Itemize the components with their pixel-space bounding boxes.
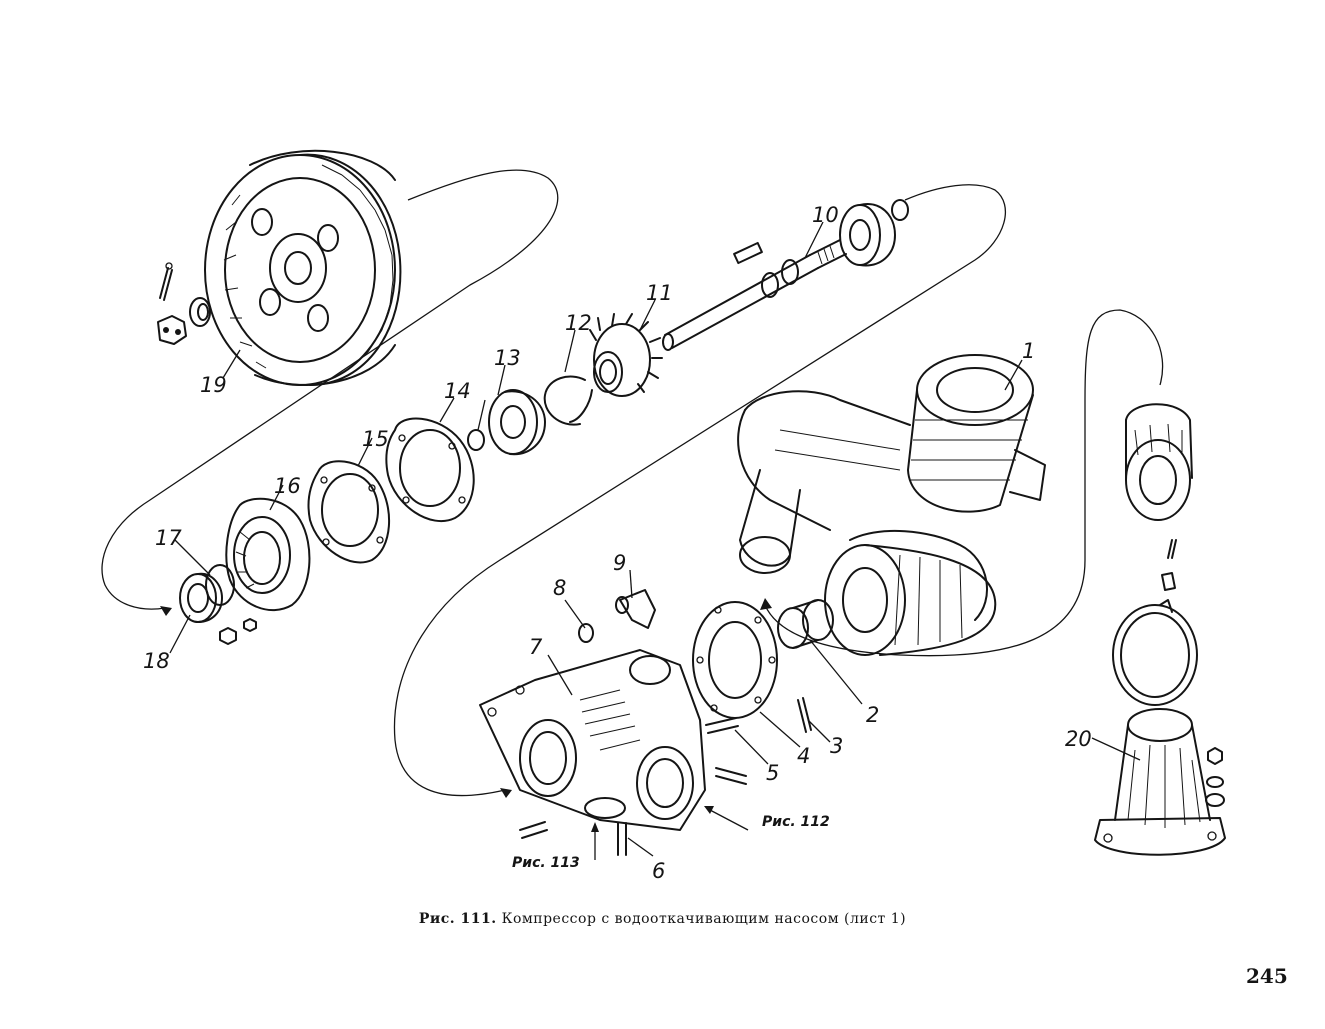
callout-2: 2 [866,703,879,727]
figure-caption-text: Компрессор с водооткачивающим насосом (л… [501,911,907,927]
retaining-ring-part-12 [543,375,593,426]
sleeve-part-2 [777,599,834,649]
callout-12: 12 [565,311,592,335]
compressor-body-part-1 [737,354,1046,656]
stud-left [519,821,548,839]
fan-pulley-part-19 [204,149,402,386]
pump-clamp-ring [1112,599,1198,706]
callout-4: 4 [797,744,810,768]
callout-17: 17 [155,526,182,550]
pin-part-3 [797,697,812,733]
callout-19: 19 [200,373,227,397]
callout-1: 1 [1022,339,1035,363]
callout-16: 16 [274,474,301,498]
assembly-guide-lines [101,169,1164,797]
stud-part-6 [617,822,627,856]
figure-caption: Рис. 111. Компрессор с водооткачивающим … [0,911,1325,927]
page-number: 245 [1246,964,1288,988]
figure-caption-label: Рис. 111. [418,911,497,927]
castle-nut [157,315,187,345]
pump-housing-part-20 [1094,708,1226,856]
pump-cotter-pin [1167,539,1177,559]
hex-nuts-small [219,618,257,645]
seal-ring-part-17 [205,564,235,606]
callout-11: 11 [646,281,673,305]
callout-labels: 1 2 3 4 5 6 7 8 9 10 11 12 13 14 15 16 1… [143,203,1092,883]
flange-gasket-part-4 [692,601,778,719]
gasket-part-14 [385,417,475,523]
direction-arrows [160,598,772,860]
pump-inlet-nozzle [1125,403,1193,521]
callout-18: 18 [143,649,170,673]
drive-shaft-part-10 [662,239,847,351]
callout-15: 15 [362,427,389,451]
callout-7: 7 [529,635,543,659]
callout-13: 13 [494,346,521,370]
washer [189,297,211,327]
reference-fig-112: Рис. 112 [762,814,830,830]
exploded-view-drawing: 1 2 3 4 5 6 7 8 9 10 11 12 13 14 15 16 1… [101,149,1226,883]
leader-lines [169,221,1141,857]
callout-8: 8 [553,576,566,600]
callout-20: 20 [1065,727,1092,751]
cotter-pin [159,262,173,301]
callout-6: 6 [652,859,665,883]
callout-14: 14 [444,379,471,403]
reference-fig-113: Рис. 113 [512,855,580,871]
bearing-part-18 [179,572,223,623]
pump-fasteners [1205,747,1225,807]
gearbox-housing-part-7 [479,649,706,831]
callout-9: 9 [613,551,626,575]
snap-ring-shaft [891,199,909,221]
ball-bearing-part-13 [488,389,546,456]
bearing-cover-part-16 [225,497,311,612]
callout-5: 5 [766,761,779,785]
gasket-part-15 [307,460,390,564]
guide-line-pulley-to-seal [101,169,559,610]
stud-part-5 [705,717,747,785]
small-o-ring [467,429,485,451]
callout-3: 3 [830,734,843,758]
plug-part-8 [578,623,594,643]
elbow-fitting-part-9 [615,589,656,629]
drive-gear-part-11 [589,313,663,397]
ball-bearing-shaft [839,203,896,267]
callout-10: 10 [812,203,839,227]
guide-line-shaft-to-housing [393,184,1006,797]
pump-clip [1161,572,1176,591]
